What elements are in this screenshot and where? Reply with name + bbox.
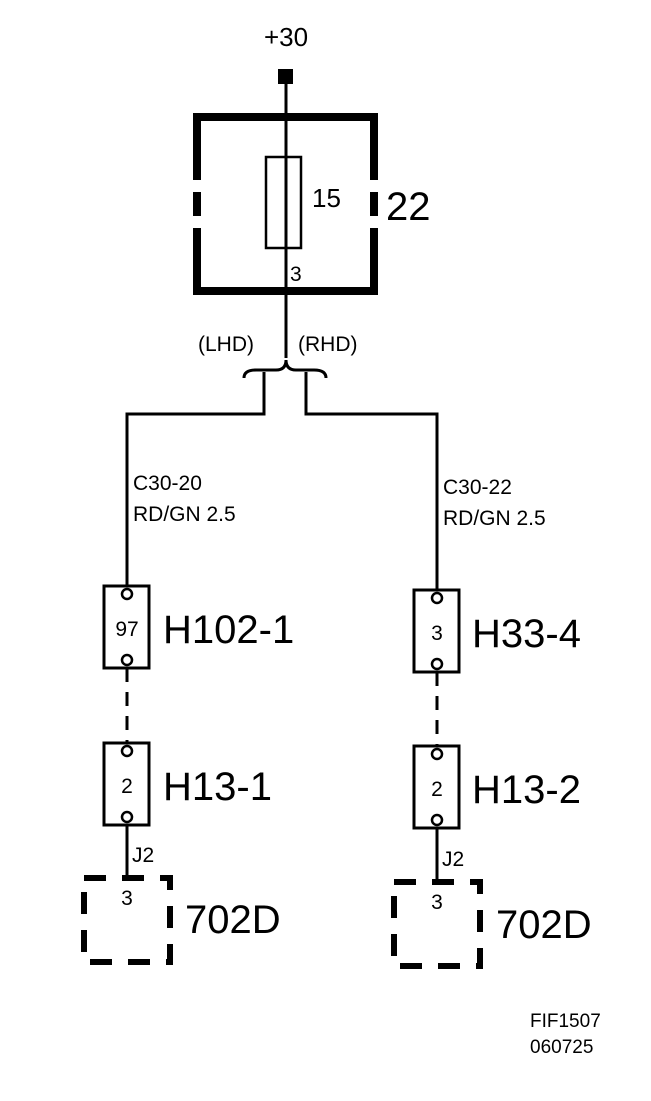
left-connector-b-id: H13-1	[163, 765, 272, 809]
left-connector-a-id: H102-1	[163, 608, 294, 652]
right-connector-a-id: H33-4	[472, 612, 581, 656]
right-connector-b	[412, 744, 461, 830]
left-connector-b	[102, 741, 151, 827]
right-feed-wire	[304, 372, 439, 594]
variant-rhd-label: (RHD)	[298, 333, 357, 356]
right-connector-b-pin: 2	[431, 778, 443, 801]
left-module-box	[81, 875, 173, 965]
right-connector-a-pin: 3	[431, 622, 443, 645]
left-module-pin: 3	[121, 887, 133, 910]
supply-label: +30	[264, 22, 308, 52]
left-connector-b-pin: 2	[121, 775, 133, 798]
variant-bracket	[242, 359, 328, 379]
fuse-rating: 15	[312, 183, 341, 213]
left-module-id: 702D	[185, 898, 281, 942]
supply-terminal	[278, 69, 293, 84]
left-feed-wire	[125, 372, 266, 590]
footer-ref-date: 060725	[530, 1037, 593, 1058]
right-module-id: 702D	[496, 903, 592, 947]
footer-ref-code: FIF1507	[530, 1011, 601, 1032]
fuse-box-outline	[193, 113, 378, 295]
fuse-box-pin: 3	[290, 263, 302, 286]
right-wire-spec: RD/GN 2.5	[443, 507, 546, 530]
right-joint-label: J2	[442, 848, 464, 871]
left-wire-spec: RD/GN 2.5	[133, 503, 236, 526]
left-joint-label: J2	[132, 844, 154, 867]
fuse-element	[264, 155, 303, 250]
right-module-pin: 3	[431, 891, 443, 914]
left-wire-code: C30-20	[133, 472, 202, 495]
right-wire-code: C30-22	[443, 476, 512, 499]
right-connector-b-id: H13-2	[472, 768, 581, 812]
left-connector-a-pin: 97	[115, 618, 138, 641]
variant-lhd-label: (LHD)	[198, 333, 254, 356]
fuse-box-id: 22	[386, 185, 431, 229]
right-module-box	[391, 879, 483, 969]
